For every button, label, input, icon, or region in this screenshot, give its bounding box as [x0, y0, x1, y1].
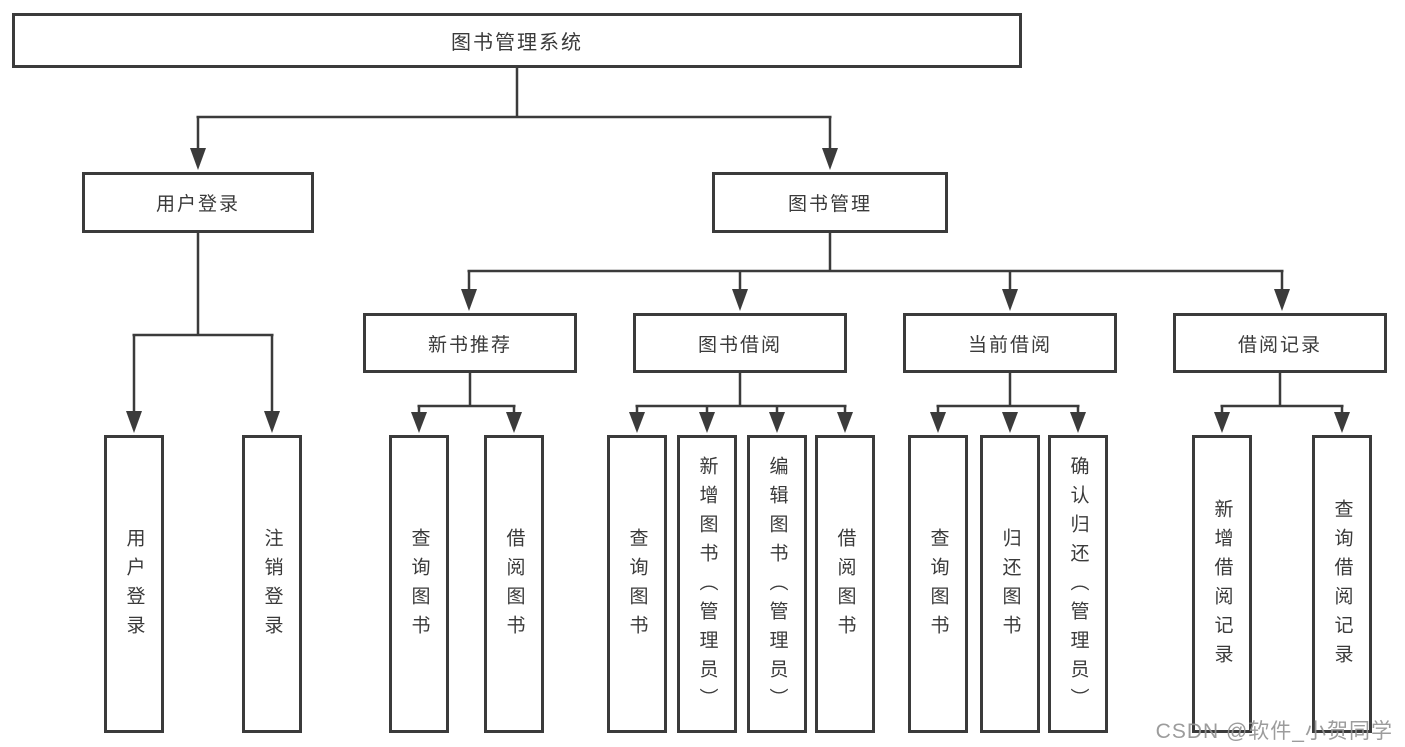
- arrowheads: [126, 148, 1350, 433]
- leaf-confirm-return-admin: 确认归还（管理员）: [1048, 435, 1108, 733]
- leaf-user-login: 用户登录: [104, 435, 164, 733]
- node-current-borrowing: 当前借阅: [903, 313, 1117, 373]
- leaf-return-books: 归还图书: [980, 435, 1040, 733]
- node-book-borrowing: 图书借阅: [633, 313, 847, 373]
- leaf-borrow-books: 借阅图书: [815, 435, 875, 733]
- leaf-query-books-recommend: 查询图书: [389, 435, 449, 733]
- node-book-management: 图书管理: [712, 172, 948, 233]
- leaf-borrow-books-recommend: 借阅图书: [484, 435, 544, 733]
- leaf-add-books-admin: 新增图书（管理员）: [677, 435, 737, 733]
- leaf-edit-books-admin: 编辑图书（管理员）: [747, 435, 807, 733]
- node-library-management-system: 图书管理系统: [12, 13, 1022, 68]
- csdn-watermark: CSDN @软件_小贺同学: [1155, 720, 1393, 743]
- node-user-login: 用户登录: [82, 172, 314, 233]
- connector-lines: [132, 68, 1344, 413]
- node-new-book-recommend: 新书推荐: [363, 313, 577, 373]
- leaf-add-borrow-record: 新增借阅记录: [1192, 435, 1252, 733]
- leaf-query-books-current: 查询图书: [908, 435, 968, 733]
- leaf-logout-login: 注销登录: [242, 435, 302, 733]
- node-borrow-records: 借阅记录: [1173, 313, 1387, 373]
- leaf-query-books-borrowing: 查询图书: [607, 435, 667, 733]
- leaf-query-borrow-record: 查询借阅记录: [1312, 435, 1372, 733]
